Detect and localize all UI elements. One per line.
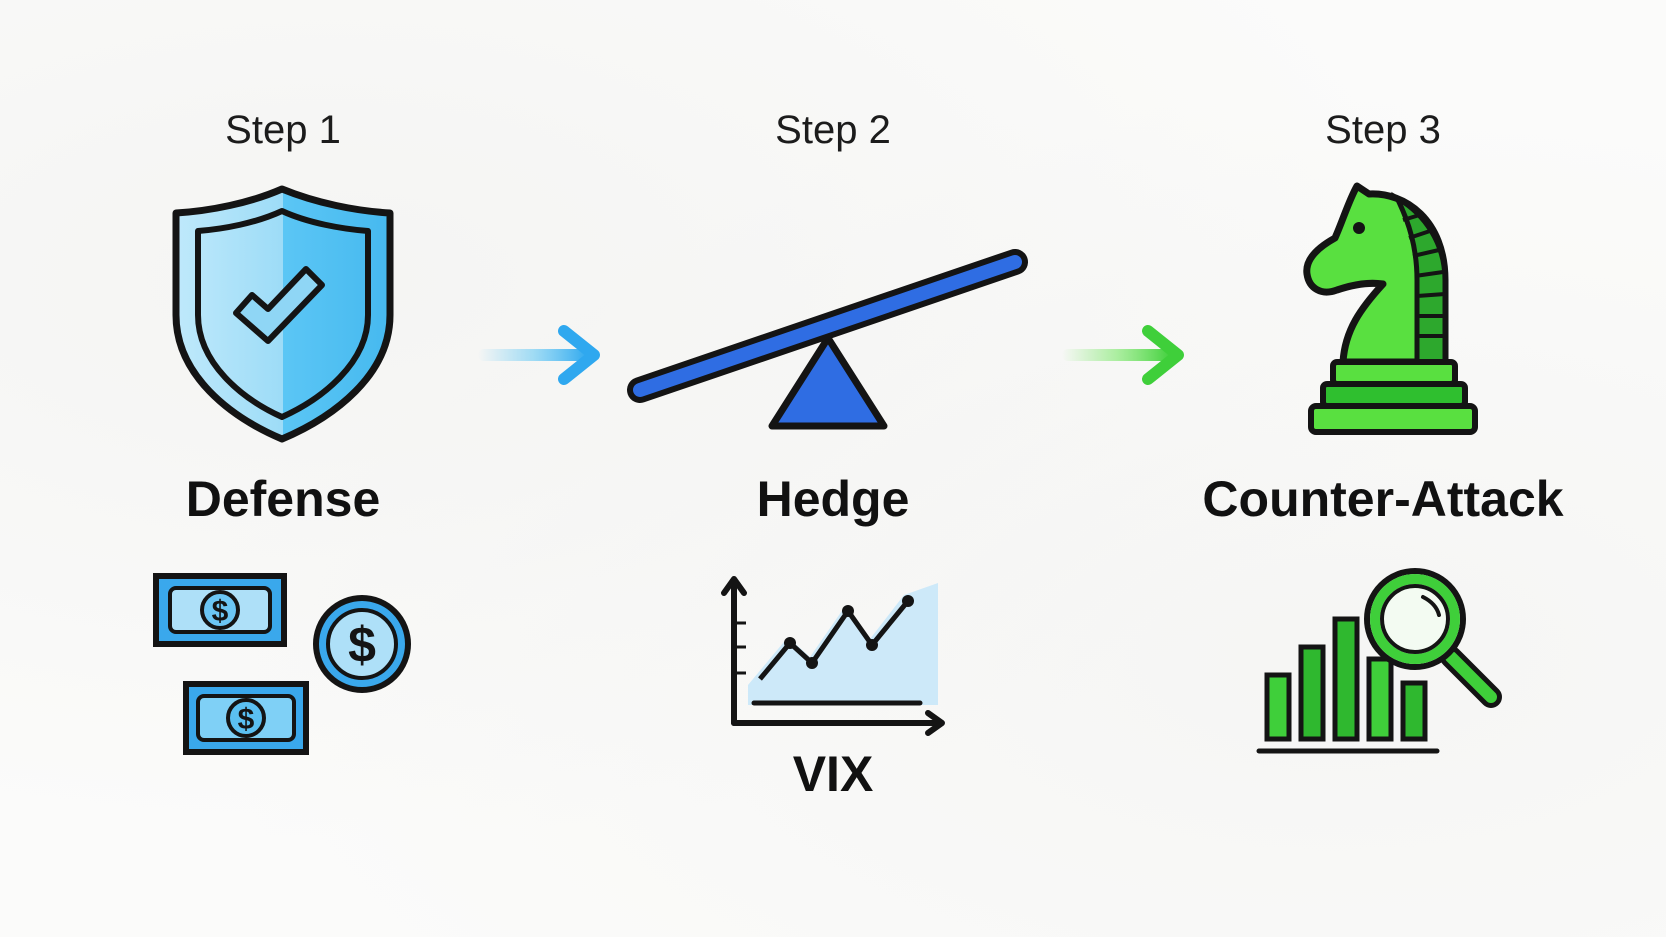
cash-icon: $ $ $ bbox=[153, 573, 411, 755]
step-3-label: Step 3 bbox=[1325, 108, 1441, 152]
svg-text:$: $ bbox=[212, 595, 229, 628]
step-1-label: Step 1 bbox=[225, 108, 341, 152]
banknote-icon: $ bbox=[153, 573, 287, 647]
chess-knight-icon bbox=[1303, 182, 1478, 435]
svg-text:$: $ bbox=[238, 703, 255, 736]
step-2-label: Step 2 bbox=[775, 108, 891, 152]
svg-text:$: $ bbox=[348, 617, 376, 673]
shield-check-icon bbox=[172, 185, 394, 443]
arrow-right-icon bbox=[1062, 325, 1184, 385]
coin-icon: $ bbox=[313, 595, 411, 693]
line-chart-icon bbox=[721, 576, 945, 736]
step-2-title: Hedge bbox=[756, 471, 910, 527]
arrow-right-icon bbox=[478, 325, 600, 385]
seesaw-icon bbox=[627, 249, 1028, 430]
step-1-title: Defense bbox=[185, 471, 381, 527]
step-3-title: Counter-Attack bbox=[1202, 471, 1564, 527]
banknote-icon: $ bbox=[183, 681, 309, 755]
magnifier-icon bbox=[1364, 568, 1502, 708]
hedge-sub-label: VIX bbox=[792, 746, 874, 802]
bar-chart-magnifier-icon bbox=[1256, 568, 1502, 754]
